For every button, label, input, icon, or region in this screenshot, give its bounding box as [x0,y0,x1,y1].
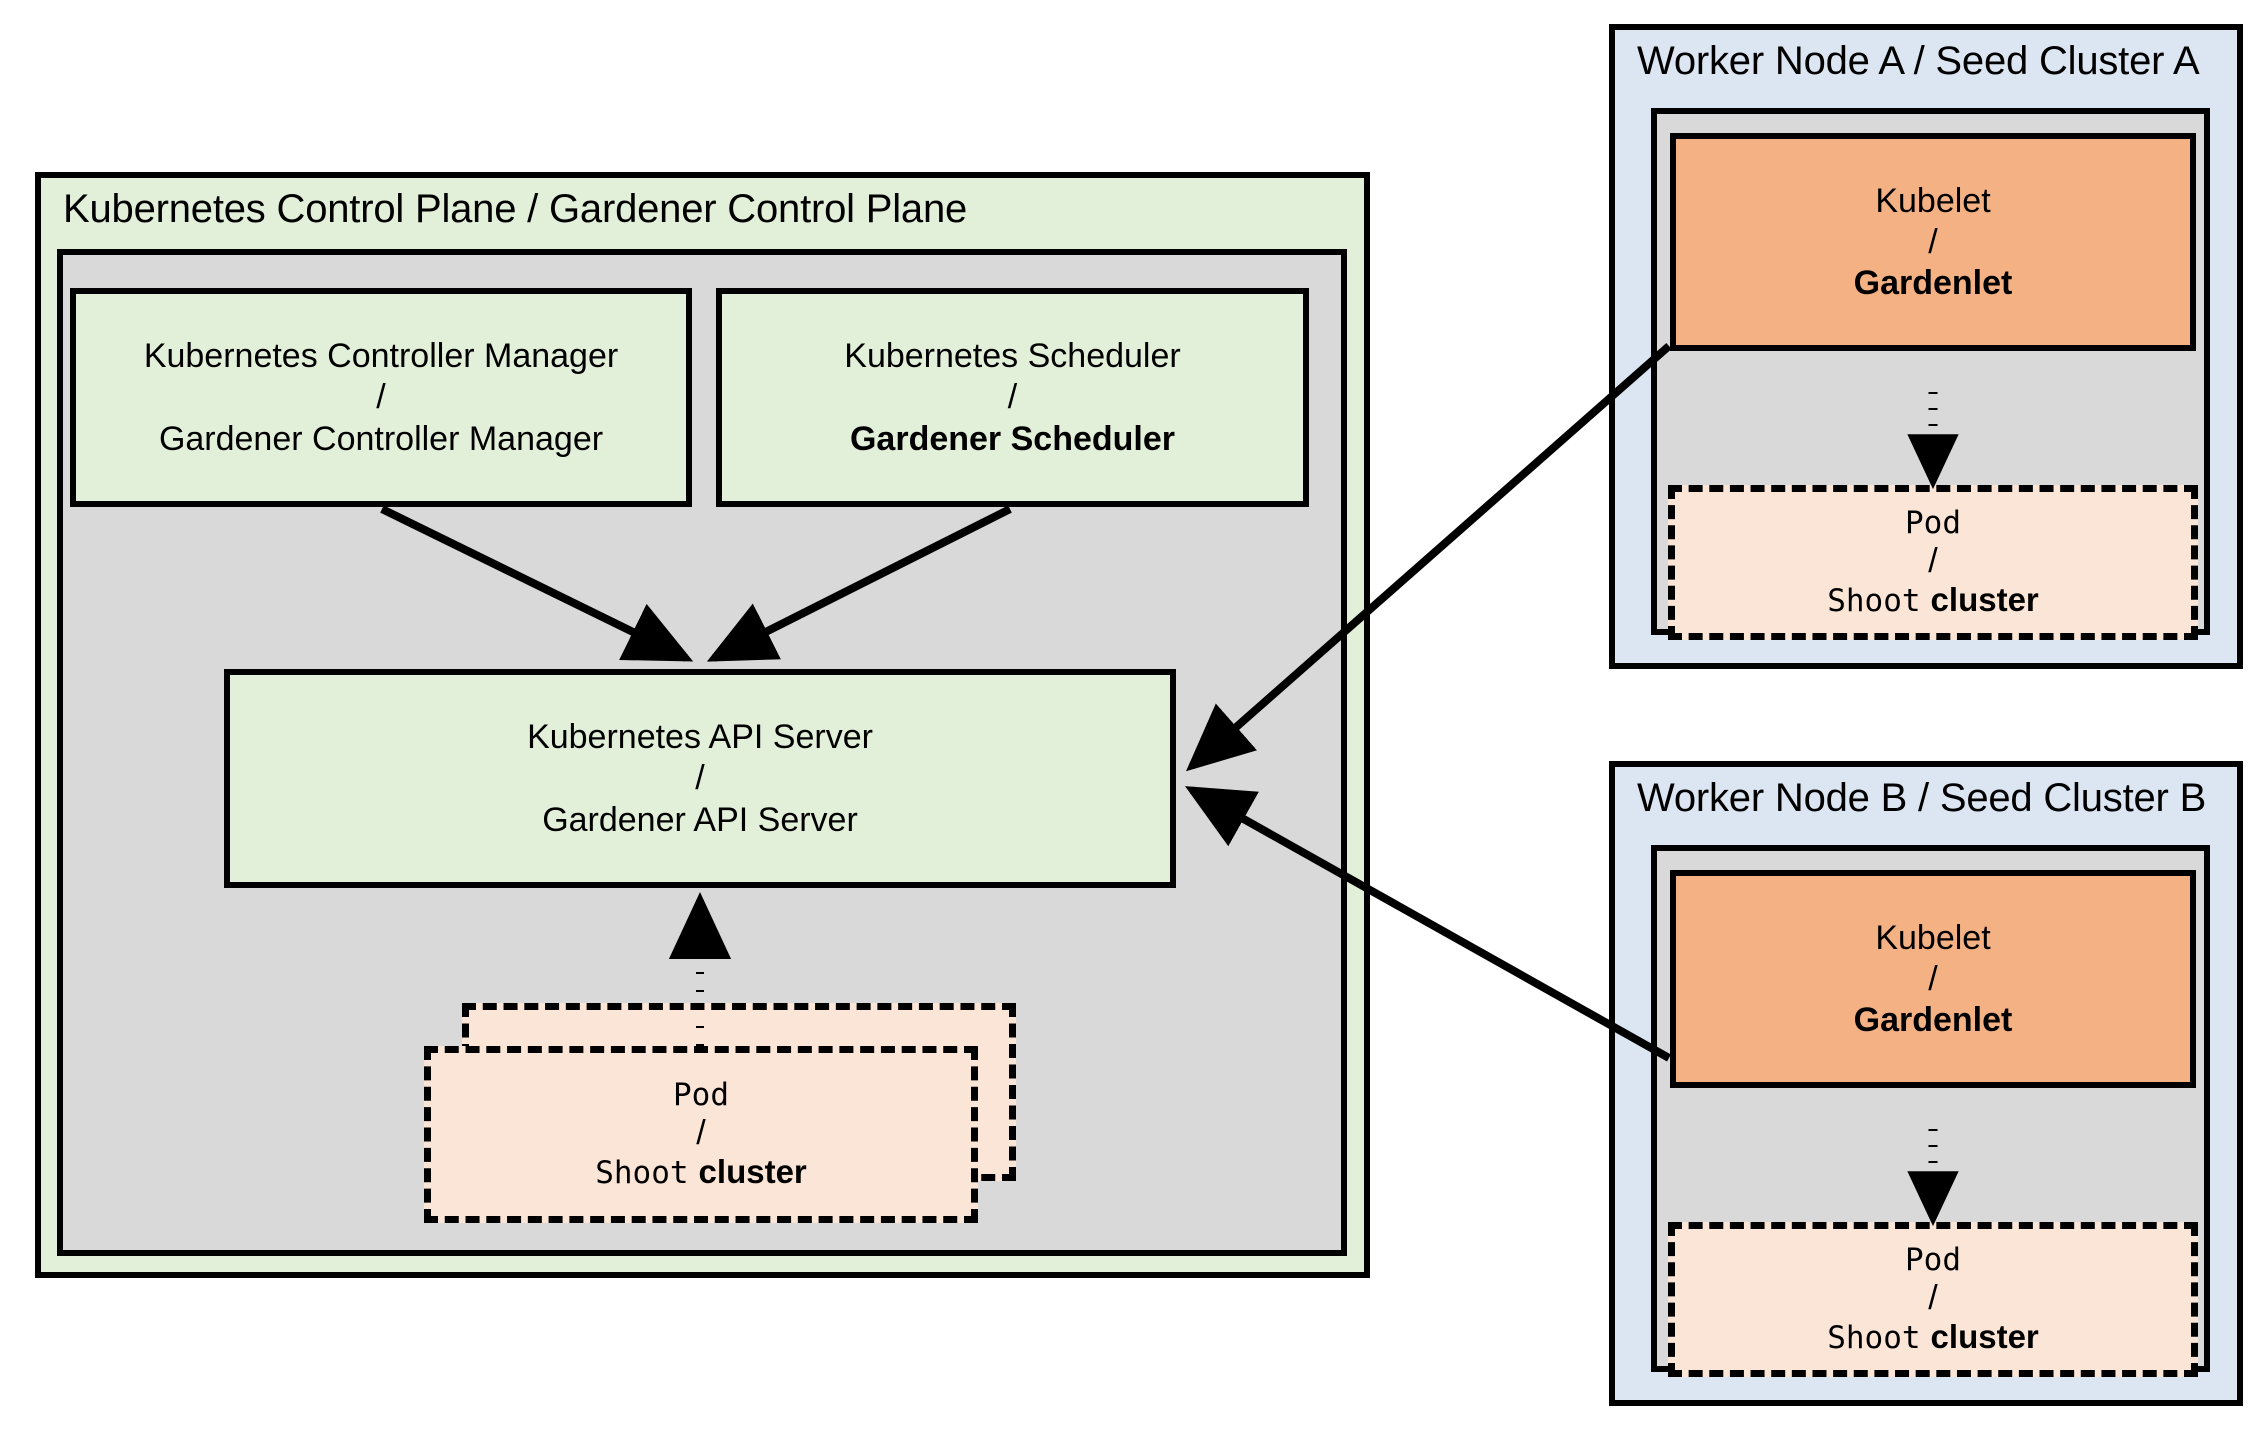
worker-node-a-pod-line2-bold: cluster [1930,581,2039,619]
gardenlet-a-box[interactable]: Kubelet / Gardenlet [1670,133,2196,351]
control-plane-pod-line2-mono: Shoot [595,1155,689,1192]
scheduler-line2: Gardener Scheduler [849,419,1175,458]
controller-manager-line1: Kubernetes Controller Manager [143,337,619,376]
api-server-line1: Kubernetes API Server [527,718,873,757]
gardenlet-a-line2: Gardenlet [1853,264,2013,303]
worker-node-b-pod-line1: Pod [1905,1241,1961,1278]
scheduler-separator: / [1007,378,1018,417]
gardenlet-b-box[interactable]: Kubelet / Gardenlet [1670,870,2196,1088]
control-plane-pod-separator: / [696,1114,706,1153]
gardenlet-a-separator: / [1928,222,1938,261]
controller-manager-box[interactable]: Kubernetes Controller Manager / Gardener… [70,288,692,507]
scheduler-line1: Kubernetes Scheduler [844,337,1181,376]
api-server-box[interactable]: Kubernetes API Server / Gardener API Ser… [224,669,1176,888]
worker-node-b-pod-separator: / [1928,1279,1938,1318]
worker-node-a-pod-line2-mono: Shoot [1827,583,1921,620]
gardenlet-b-line2: Gardenlet [1853,1001,2013,1040]
gardenlet-b-line1: Kubelet [1875,918,1991,957]
api-server-separator: / [695,759,705,798]
worker-node-a-title: Worker Node A / Seed Cluster A [1637,39,2200,83]
worker-node-a-pod-separator: / [1928,542,1938,581]
worker-node-a-pod-line1: Pod [1905,504,1961,541]
control-plane-pod-line1: Pod [673,1076,729,1113]
scheduler-box[interactable]: Kubernetes Scheduler / Gardener Schedule… [716,288,1309,507]
worker-node-b-pod-line2-bold: cluster [1930,1318,2039,1356]
worker-node-b-title: Worker Node B / Seed Cluster B [1637,776,2207,820]
controller-manager-separator: / [376,378,386,417]
gardenlet-a-line1: Kubelet [1875,181,1991,220]
control-plane-title: Kubernetes Control Plane / Gardener Cont… [63,187,968,231]
api-server-line2: Gardener API Server [542,800,858,839]
worker-node-b-pod-line2-mono: Shoot [1827,1320,1921,1357]
gardenlet-b-separator: / [1928,959,1938,998]
control-plane-pod-line2-bold: cluster [698,1153,807,1191]
controller-manager-line2: Gardener Controller Manager [158,419,604,458]
